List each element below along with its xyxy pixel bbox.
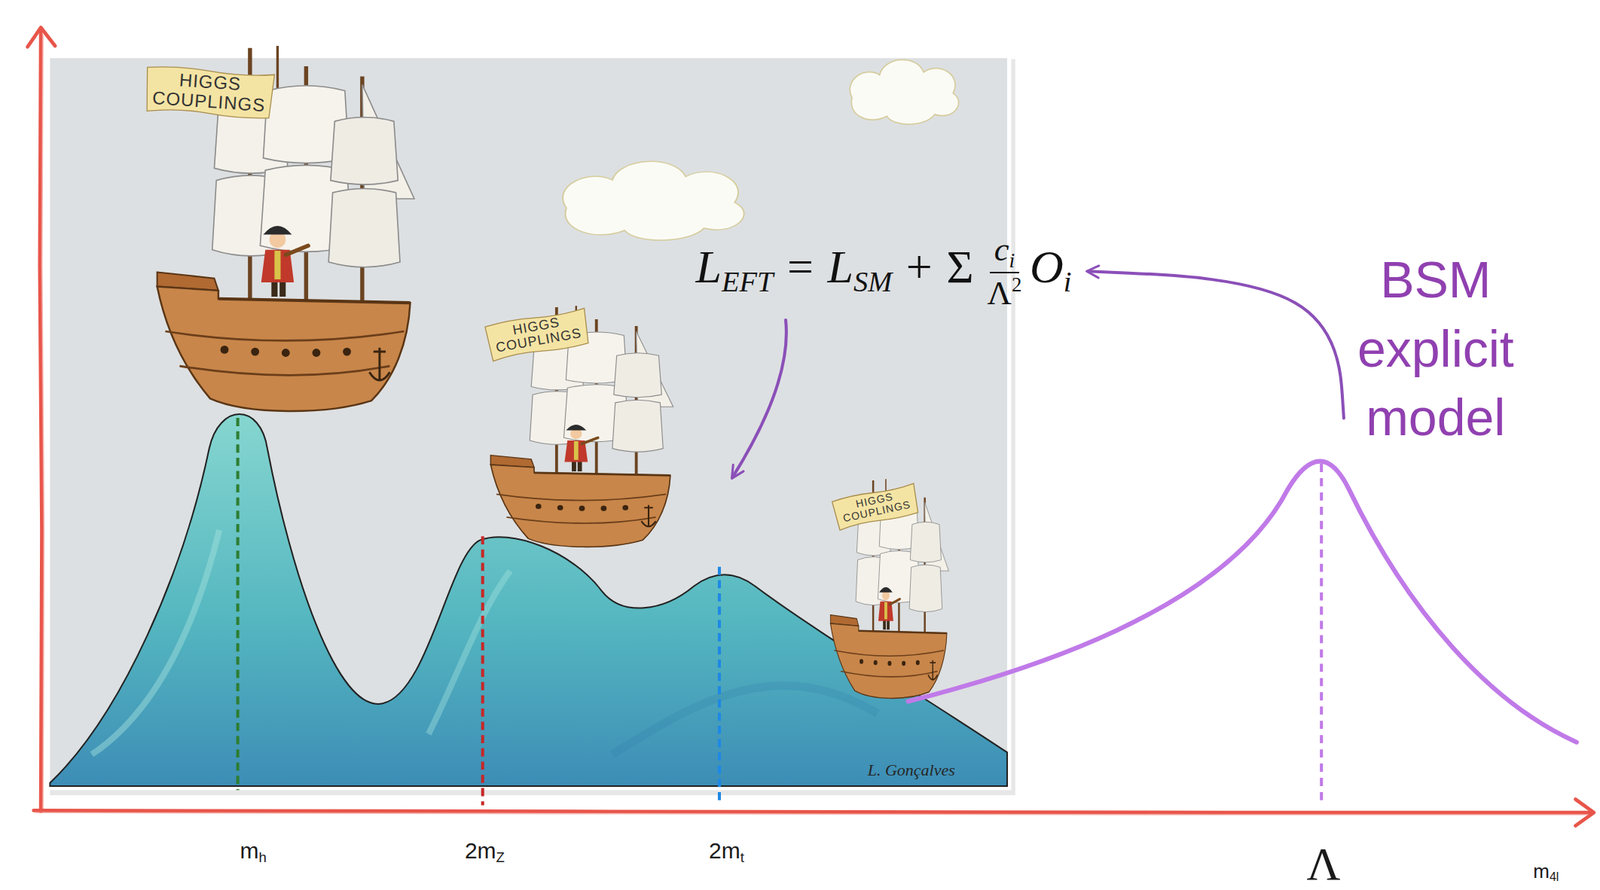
denominator: Λ2 <box>983 273 1026 312</box>
formula-symbol: L <box>827 241 854 293</box>
photo-frame <box>45 54 1011 791</box>
axis-label-group: 2mZ <box>464 837 505 868</box>
formula-symbol: SM <box>853 265 892 298</box>
axis-label: m <box>239 838 259 864</box>
formula-symbol: 2 <box>1011 273 1022 297</box>
axis-label: Λ <box>1306 838 1341 890</box>
flag-cloth-shape <box>143 65 275 120</box>
y-axis-arrow <box>27 27 56 48</box>
2mt-dashed-line <box>717 567 721 807</box>
formula-symbol: = <box>787 241 814 293</box>
axis-label-group: mh <box>239 837 266 868</box>
axis-label: 2m <box>464 838 497 864</box>
mh-dashed-line <box>236 418 240 791</box>
lambda-dashed-line <box>1319 464 1323 801</box>
leader-arrow <box>732 320 787 478</box>
resonance-peak <box>908 461 1577 743</box>
formula-symbol: L <box>696 241 722 293</box>
signature-text: L. Gonçalves <box>867 760 956 780</box>
signature-text-group: L. Gonçalves <box>867 760 956 781</box>
axis-label-group: Λ <box>1306 840 1341 888</box>
numerator: ci <box>989 230 1019 275</box>
curved-arrow <box>1088 271 1344 419</box>
formula-symbol: EFT <box>721 265 773 298</box>
cloud <box>849 59 959 125</box>
paper-background <box>49 58 1008 787</box>
flag-banner: HIGGS COUPLINGS <box>829 482 922 533</box>
flag-text: HIGGS COUPLINGS <box>150 68 268 116</box>
axis-title: m <box>1532 860 1550 883</box>
wave-texture <box>612 686 878 755</box>
axis-title-group: m4l <box>1532 860 1559 886</box>
axis-label: t <box>740 849 745 866</box>
cloud <box>562 161 745 241</box>
x-axis-crayon <box>35 812 1587 816</box>
model-label-box: BSM explicit model <box>1351 241 1521 458</box>
axis-label-group: 2mt <box>708 837 745 868</box>
model-text: BSM explicit model <box>1357 245 1515 453</box>
x-axis-arrow <box>1575 799 1594 826</box>
2mz-dashed-line <box>481 536 485 806</box>
y-axis-crayon <box>42 34 45 813</box>
pirate-ship <box>830 479 949 699</box>
formula-symbol: c <box>994 230 1010 269</box>
formula-symbol: Λ <box>987 274 1012 312</box>
formula-symbol: + <box>906 241 933 293</box>
formula-symbol: Σ <box>946 241 974 293</box>
flag-banner: HIGGS COUPLINGS <box>482 305 593 364</box>
fraction: ciΛ2 <box>983 230 1026 313</box>
formula-symbol: i <box>1063 265 1072 298</box>
axis-label: 2m <box>708 838 741 864</box>
axis-title: 4l <box>1549 870 1560 884</box>
axis-label: Z <box>496 849 505 866</box>
axis-label: h <box>258 849 266 866</box>
formula-box: LEFT=LSM+ΣciΛ2Oi <box>690 227 1078 316</box>
wave-texture <box>428 570 510 735</box>
formula-symbol: O <box>1029 241 1064 293</box>
flag-cloth-shape <box>831 483 920 532</box>
formula-symbol: i <box>1009 248 1016 272</box>
flag-banner: HIGGS COUPLINGS <box>141 63 278 123</box>
wave-texture <box>91 530 220 755</box>
y-axis <box>39 30 43 813</box>
flag-cloth-shape <box>484 308 590 362</box>
